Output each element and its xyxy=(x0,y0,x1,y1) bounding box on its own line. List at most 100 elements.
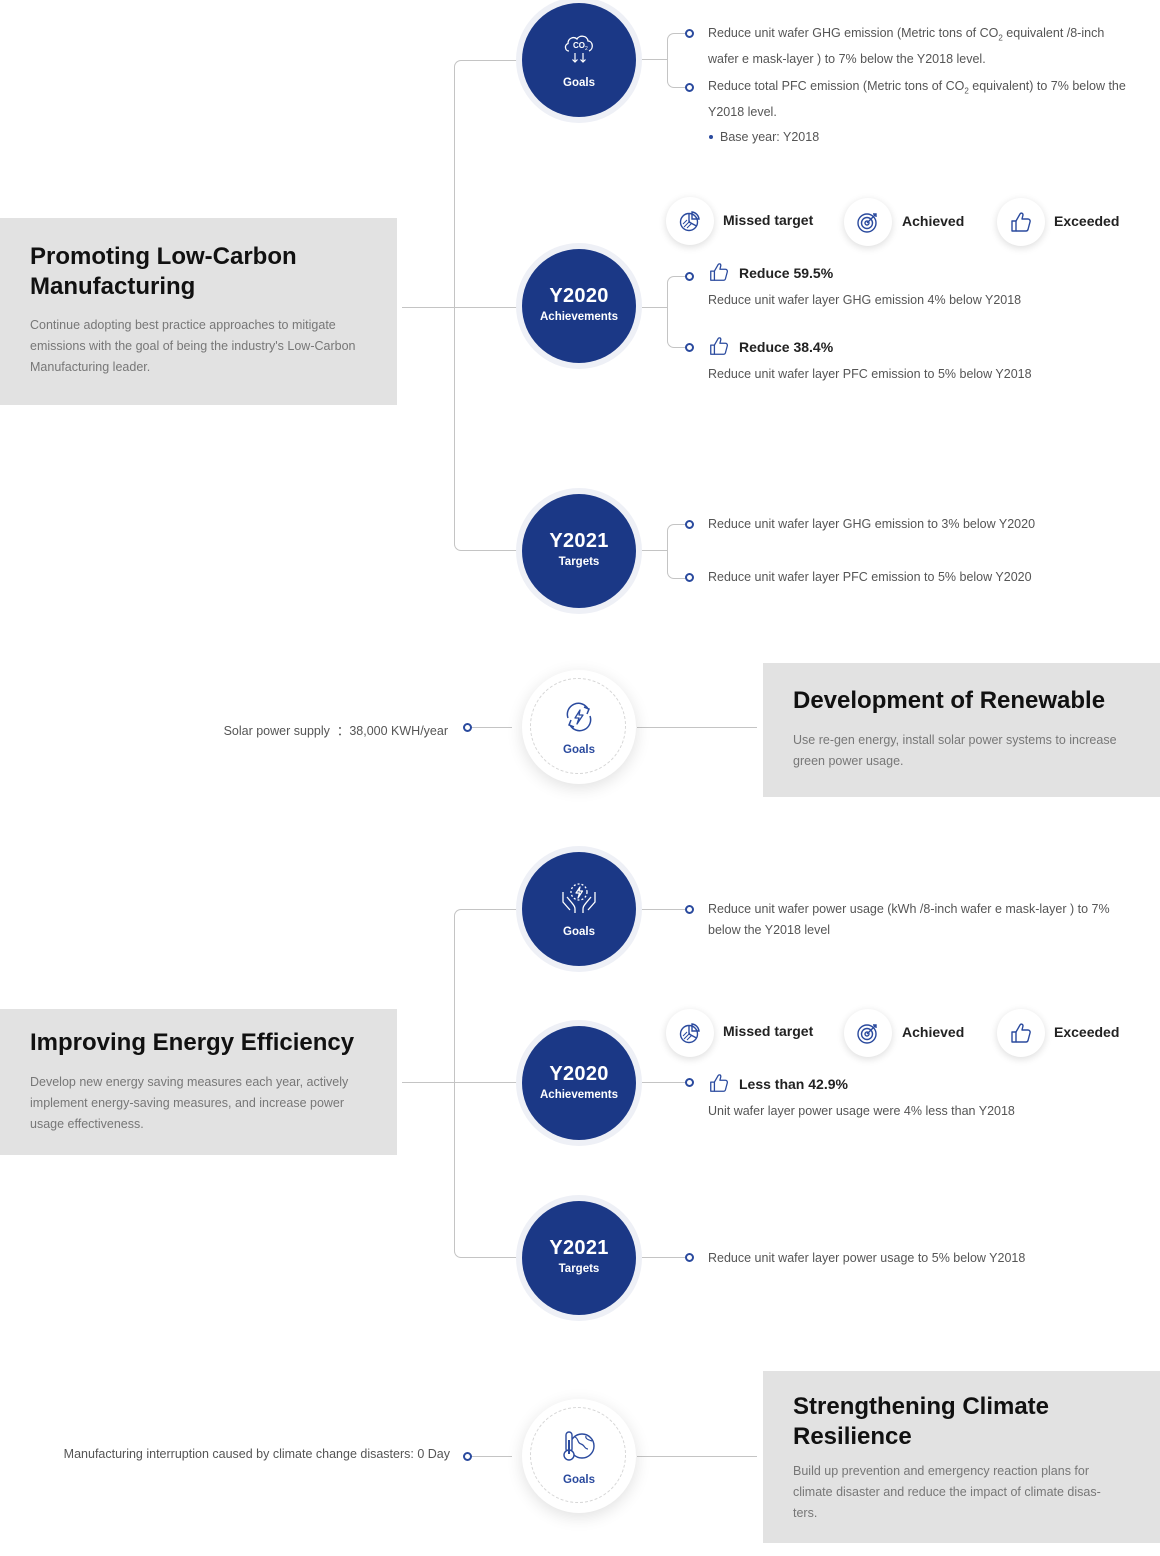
section-energy-box: Improving Energy Efficiency Develop new … xyxy=(0,1009,397,1155)
achievement-desc: Reduce unit wafer layer GHG emission 4% … xyxy=(708,293,1022,307)
achievement-title: Reduce 38.4% xyxy=(739,339,834,355)
legend-missed-label: Missed target xyxy=(723,212,814,228)
legend-achieved-circle xyxy=(844,198,892,246)
achievements-label: Achievements xyxy=(540,311,618,323)
connector-line xyxy=(402,1082,522,1083)
item-dot xyxy=(685,905,694,914)
co2-cloud-icon: CO 2 xyxy=(564,35,593,63)
section-renewable-box: Development of Renewable Use re-gen ener… xyxy=(763,663,1160,797)
connector-bracket xyxy=(667,524,688,552)
item-dot xyxy=(685,573,694,582)
goals-label: Goals xyxy=(563,1474,595,1486)
section-description: Develop new energy saving measures each … xyxy=(30,1075,349,1131)
legend-exceeded-label: Exceeded xyxy=(1054,213,1120,229)
connector-bracket xyxy=(454,307,523,551)
goal-text: Solar power supply ：38,000 KWH/year xyxy=(223,724,448,738)
connector-line xyxy=(642,307,667,308)
thumbs-up-icon xyxy=(708,1072,730,1094)
goal-item-text: equivalent) to 7% below the Y2018 level. xyxy=(708,79,1126,119)
legend-exceeded-circle xyxy=(997,1009,1045,1057)
item-dot xyxy=(685,1253,694,1262)
section-low-carbon-box: Promoting Low-Carbon Manufacturing Conti… xyxy=(0,218,397,405)
achievements-circle: Y2020 Achievements xyxy=(522,249,636,363)
connector-bracket xyxy=(667,550,688,579)
connector-line xyxy=(642,550,667,551)
achievement-title: Less than 42.9% xyxy=(739,1076,848,1092)
legend-exceeded-label: Exceeded xyxy=(1054,1024,1120,1040)
section-description: Continue adopting best practice approach… xyxy=(30,318,356,374)
item-dot xyxy=(685,343,694,352)
section-climate-box: Strengthening Climate Resilience Build u… xyxy=(763,1371,1160,1543)
connector-line xyxy=(468,727,512,728)
achievement-desc: Unit wafer layer power usage were 4% les… xyxy=(708,1104,1015,1118)
goal-item: Reduce unit wafer power usage (kWh /8-in… xyxy=(708,902,1110,937)
connector-line xyxy=(642,909,685,910)
target-item: Reduce unit wafer layer PFC emission to … xyxy=(708,570,1032,584)
section-title: Promoting Low-Carbon Manufacturing xyxy=(30,243,297,300)
item-dot xyxy=(463,1452,472,1461)
subscript: 2 xyxy=(998,33,1003,43)
section-title: Improving Energy Efficiency xyxy=(30,1029,355,1056)
dashed-ring xyxy=(530,678,626,774)
pie-chart-icon xyxy=(678,209,702,233)
item-dot xyxy=(685,29,694,38)
connector-line xyxy=(637,727,757,728)
section-title: Strengthening Climate Resilience xyxy=(793,1393,1050,1450)
thermometer-globe-icon xyxy=(563,1431,595,1461)
targets-circle: Y2021 Targets xyxy=(522,1201,636,1315)
legend-achieved-circle xyxy=(844,1009,892,1057)
item-dot xyxy=(685,272,694,281)
legend-missed-circle xyxy=(666,197,714,245)
goals-label: Goals xyxy=(563,926,595,938)
achievements-label: Achievements xyxy=(540,1089,618,1101)
achievements-circle: Y2020 Achievements xyxy=(522,1026,636,1140)
connector-bracket xyxy=(454,1082,523,1258)
connector-bracket xyxy=(454,909,523,1084)
targets-circle: Y2021 Targets xyxy=(522,494,636,608)
connector-bracket xyxy=(667,33,688,61)
connector-bracket xyxy=(454,60,523,309)
thumbs-up-icon xyxy=(1009,1021,1033,1045)
connector-bracket xyxy=(667,276,688,309)
targets-label: Targets xyxy=(558,1263,600,1275)
goals-label: Goals xyxy=(563,744,595,756)
connector-line xyxy=(402,307,522,308)
targets-label: Targets xyxy=(558,556,600,568)
goals-circle: Goals xyxy=(522,670,636,784)
achievement-desc: Reduce unit wafer layer PFC emission to … xyxy=(708,367,1032,381)
goals-circle: CO 2 Goals xyxy=(522,3,636,117)
section-description: Build up prevention and emergency reacti… xyxy=(793,1464,1101,1520)
bullet xyxy=(709,135,713,139)
item-dot xyxy=(685,1078,694,1087)
goals-circle: Goals xyxy=(522,1399,636,1513)
svg-text:2: 2 xyxy=(585,46,588,52)
targets-year: Y2021 xyxy=(549,1237,609,1259)
energy-hands-icon xyxy=(562,883,596,913)
connector-line xyxy=(642,1082,685,1083)
target-icon xyxy=(856,1021,880,1045)
connector-line xyxy=(642,1257,685,1258)
goal-item-text: Reduce total PFC emission (Metric tons o… xyxy=(708,79,965,93)
goal-text: Manufacturing interruption caused by cli… xyxy=(63,1447,450,1461)
renewable-energy-icon xyxy=(566,702,592,732)
goal-item: Reduce total PFC emission (Metric tons o… xyxy=(708,76,1153,123)
legend-exceeded-circle xyxy=(997,198,1045,246)
achievements-year: Y2020 xyxy=(549,285,609,307)
goal-item: Reduce unit wafer GHG emission (Metric t… xyxy=(708,23,1138,70)
goals-label: Goals xyxy=(563,77,595,89)
section-title: Development of Renewable xyxy=(793,687,1106,714)
target-item: Reduce unit wafer layer power usage to 5… xyxy=(708,1251,1026,1265)
target-icon xyxy=(856,210,880,234)
dashed-ring xyxy=(530,1407,626,1503)
legend-achieved-label: Achieved xyxy=(902,213,965,229)
svg-text:CO: CO xyxy=(573,41,585,50)
pie-chart-icon xyxy=(678,1021,702,1045)
section-description: Use re-gen energy, install solar power s… xyxy=(793,733,1117,768)
connector-line xyxy=(468,1456,512,1457)
achievement-title: Reduce 59.5% xyxy=(739,265,834,281)
subscript: 2 xyxy=(964,86,969,96)
connector-line xyxy=(642,59,667,60)
target-item: Reduce unit wafer layer GHG emission to … xyxy=(708,517,1036,531)
legend-missed-circle xyxy=(666,1009,714,1057)
item-dot xyxy=(685,83,694,92)
